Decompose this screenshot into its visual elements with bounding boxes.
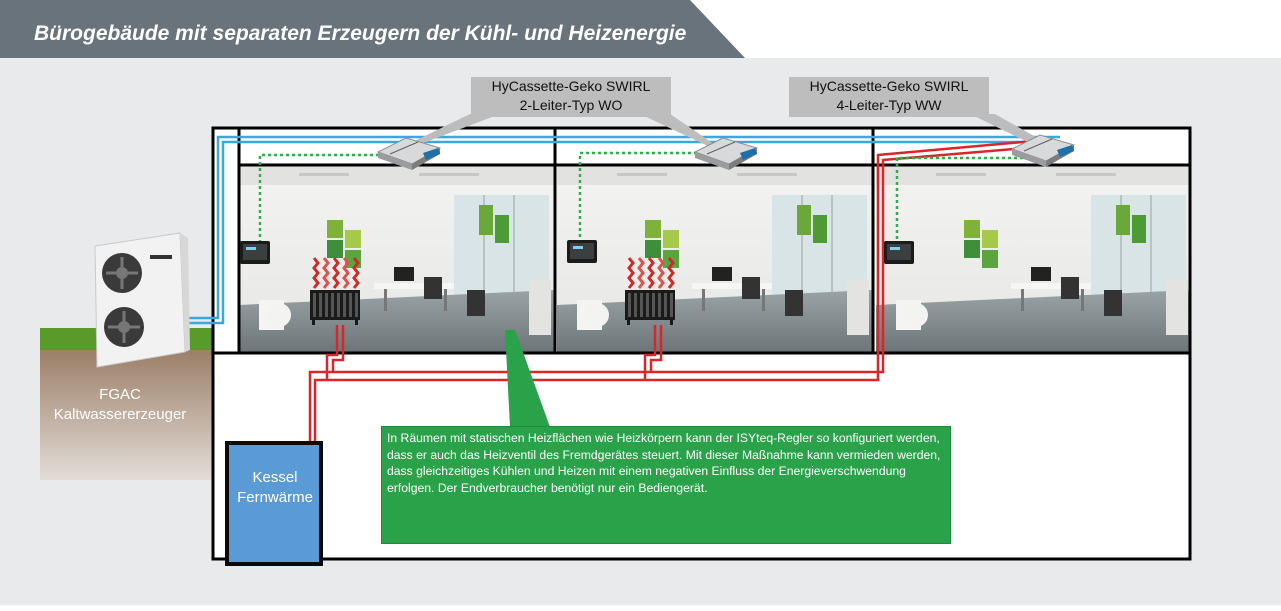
room-controller-icon	[884, 241, 914, 264]
building-frame	[211, 126, 1192, 561]
kessel-box	[225, 441, 323, 566]
kessel-name: Kessel	[252, 469, 298, 486]
outdoor-unit-icon	[94, 232, 190, 368]
cassette-ww-model: HyCassette-Geko SWIRL	[809, 78, 969, 94]
room-controller-icon	[240, 241, 270, 264]
radiator-icon	[625, 290, 675, 325]
kessel-label: Kessel Fernwärme	[229, 468, 321, 508]
panel-bottom-edge	[0, 605, 1281, 611]
cassette-wo-type: 2-Leiter-Typ WO	[519, 97, 623, 113]
office-room-1	[238, 164, 555, 353]
radiator-icon	[310, 290, 360, 325]
control-lines	[258, 151, 1028, 245]
office-room-3	[875, 164, 1192, 353]
info-box: In Räumen mit statischen Heizflächen wie…	[381, 426, 951, 544]
fgac-label: FGAC Kaltwassererzeuger	[40, 385, 200, 425]
fgac-name: FGAC	[99, 386, 141, 403]
cassette-wo-model: HyCassette-Geko SWIRL	[491, 78, 651, 94]
page-title: Bürogebäude mit separaten Erzeugern der …	[34, 22, 687, 45]
cassette-ww-label: HyCassette-Geko SWIRL 4-Leiter-Typ WW	[789, 77, 989, 117]
info-pointer	[505, 330, 550, 427]
office-room-2	[556, 164, 873, 353]
cassette-wo-label: HyCassette-Geko SWIRL 2-Leiter-Typ WO	[471, 77, 671, 117]
cassette-ww-type: 4-Leiter-Typ WW	[836, 97, 942, 113]
fgac-description: Kaltwassererzeuger	[53, 406, 187, 423]
kessel-description: Fernwärme	[237, 489, 313, 506]
title-bar	[0, 0, 745, 58]
room-controller-icon	[567, 240, 597, 263]
hot-water-pipes	[308, 138, 1051, 443]
